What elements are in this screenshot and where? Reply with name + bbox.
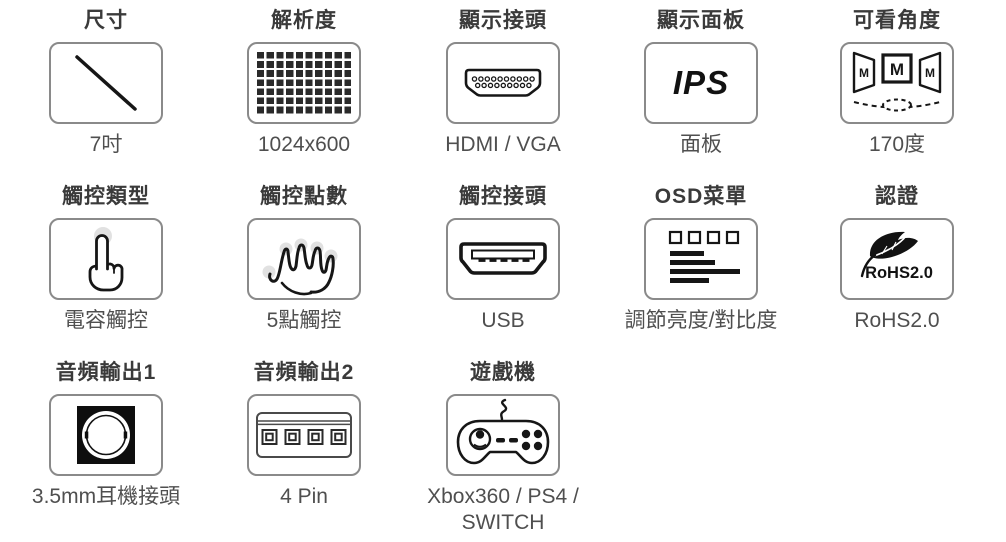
spec-card-value: 調節亮度/對比度 — [624, 309, 778, 332]
ips-panel-text: IPS — [672, 64, 730, 101]
spec-card-viewing-angle: 可看角度 M M M 170度 — [799, 8, 995, 158]
gamepad-icon — [456, 398, 550, 465]
spec-icon-box — [446, 218, 560, 300]
spec-card-title: 遊戲機 — [470, 361, 536, 384]
spec-card-value: Xbox360 / PS4 / SWITCH — [427, 485, 579, 534]
spec-card-value: HDMI / VGA — [445, 133, 561, 156]
spec-card-value: 3.5mm耳機接頭 — [31, 485, 181, 508]
spec-card-value: 7吋 — [89, 133, 123, 156]
spec-card-display-connector: 顯示接頭 HDMI / VGA — [405, 8, 601, 158]
spec-icon-box: RoHS2.0 — [840, 218, 954, 300]
spec-icon-box — [247, 394, 361, 476]
headphone-jack-icon — [77, 406, 135, 464]
osd-menu-icon — [668, 230, 740, 283]
svg-text:M: M — [890, 60, 904, 79]
spec-card-value: 4 Pin — [280, 485, 328, 508]
spec-icon-box — [247, 42, 361, 124]
spec-card-game-console: 遊戲機 Xbox360 / PS4 / SWITCH — [405, 360, 601, 536]
spec-icon-box — [247, 218, 361, 300]
spec-card-title: 觸控接頭 — [459, 185, 547, 208]
spec-card-value: RoHS2.0 — [854, 309, 940, 332]
spec-card-display-panel: 顯示面板 IPS 面板 — [603, 8, 799, 158]
spec-card-resolution: 解析度 1024x600 — [206, 8, 402, 158]
spec-card-touch-connector: 觸控接頭 USB — [405, 184, 601, 334]
spec-card-title: OSD菜單 — [654, 185, 748, 208]
spec-card-title: 音頻輸出1 — [55, 361, 157, 384]
spec-card-title: 尺寸 — [84, 9, 128, 32]
spec-card-touch-type: 觸控類型 電容觸控 — [8, 184, 204, 334]
multi-touch-hand-icon — [262, 238, 338, 296]
four-pin-connector-icon — [256, 412, 352, 458]
spec-card-value: 電容觸控 — [64, 309, 148, 332]
spec-card-osd-menu: OSD菜單 調節亮度/對比度 — [603, 184, 799, 334]
usb-port-icon — [459, 242, 547, 275]
spec-card-value: 5點觸控 — [266, 309, 342, 332]
spec-card-touch-points: 觸控點數 5點觸控 — [206, 184, 402, 334]
spec-icon-box — [446, 394, 560, 476]
spec-card-title: 觸控類型 — [62, 185, 150, 208]
spec-icon-box — [49, 218, 163, 300]
svg-text:M: M — [925, 66, 935, 80]
spec-card-value: 1024x600 — [257, 133, 351, 156]
spec-card-title: 顯示面板 — [657, 9, 745, 32]
spec-card-size: 尺寸 7吋 — [8, 8, 204, 158]
spec-icon-box — [49, 42, 163, 124]
diagonal-size-icon — [75, 55, 137, 111]
spec-card-certification: 認證 RoHS2.0 RoHS2.0 — [799, 184, 995, 334]
spec-card-value: 170度 — [868, 133, 926, 156]
spec-icon-box: M M M — [840, 42, 954, 124]
svg-text:M: M — [859, 66, 869, 80]
viewing-angle-screens-icon: M M M — [852, 51, 942, 112]
spec-card-title: 顯示接頭 — [459, 9, 547, 32]
spec-card-value: USB — [481, 309, 525, 332]
spec-icon-box — [49, 394, 163, 476]
spec-card-title: 觸控點數 — [260, 185, 348, 208]
tap-finger-icon — [88, 227, 124, 292]
spec-icon-box — [446, 42, 560, 124]
spec-card-title: 解析度 — [271, 9, 337, 32]
spec-card-title: 可看角度 — [853, 9, 941, 32]
hdmi-port-icon — [464, 68, 542, 97]
pixel-grid-icon — [257, 52, 351, 114]
spec-icon-box — [644, 218, 758, 300]
svg-text:RoHS2.0: RoHS2.0 — [865, 264, 933, 282]
spec-card-title: 認證 — [875, 185, 919, 208]
spec-card-title: 音頻輸出2 — [253, 361, 355, 384]
spec-card-audio-out-1: 音頻輸出1 3.5mm耳機接頭 — [8, 360, 204, 510]
spec-card-audio-out-2: 音頻輸出2 4 Pin — [206, 360, 402, 510]
spec-card-value: 面板 — [680, 133, 722, 156]
spec-icon-box: IPS — [644, 42, 758, 124]
rohs-leaf-logo-icon: RoHS2.0 — [860, 231, 933, 282]
